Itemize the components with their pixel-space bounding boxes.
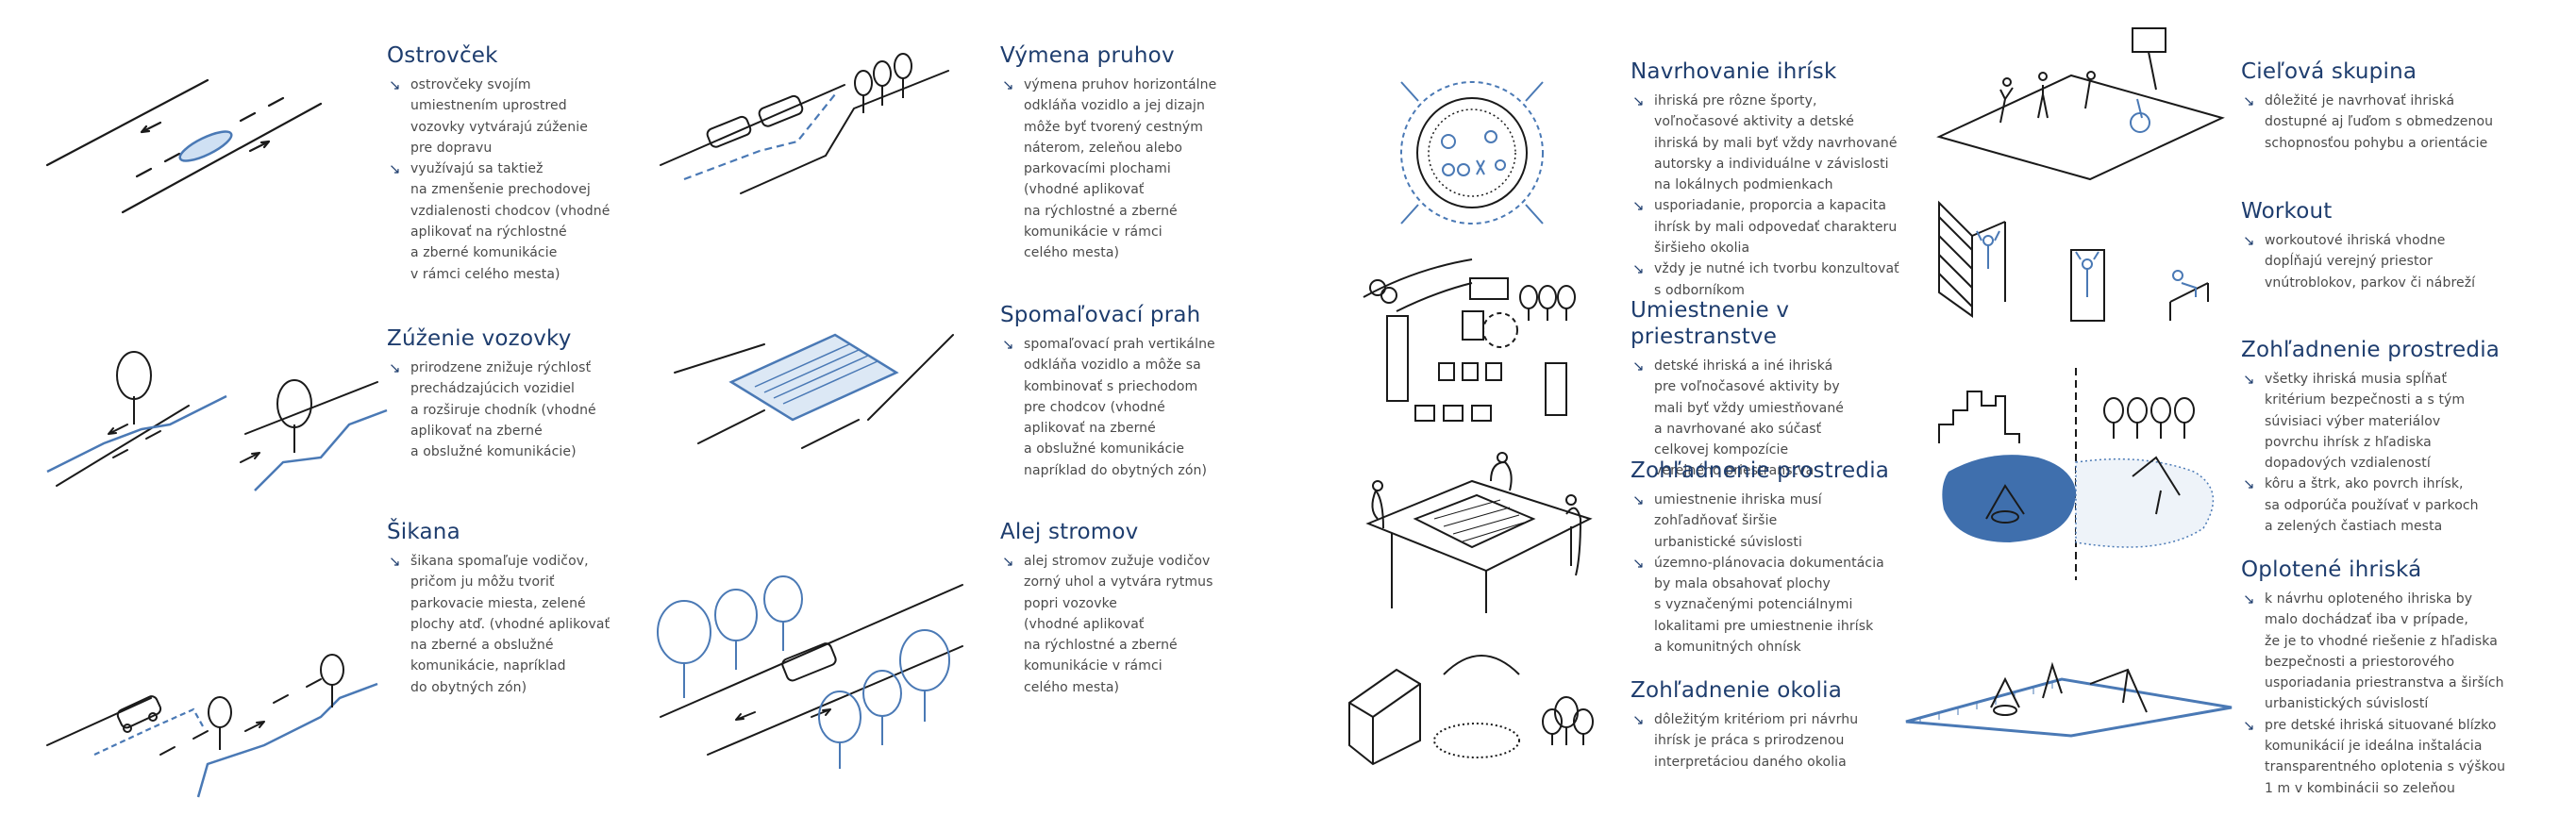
section-title: Navrhovanie ihrísk bbox=[1631, 59, 1837, 84]
section-ostrovcek: Ostrovček ↘ostrovčeky svojím umiestnením… bbox=[387, 42, 632, 285]
section-title: Zohľadnenie prostredia bbox=[2241, 338, 2501, 362]
arrow-bullet-icon: ↘ bbox=[1632, 711, 1645, 728]
section-zuzenie-vozovky: Zúženie vozovky ↘prirodzene znižuje rých… bbox=[387, 325, 632, 462]
arrow-bullet-icon: ↘ bbox=[2243, 475, 2255, 493]
section-spomalovaci-prah: Spomaľovací prah ↘spomaľovací prah verti… bbox=[1000, 302, 1246, 481]
arrow-bullet-icon: ↘ bbox=[1632, 358, 1645, 374]
arrow-bullet-icon: ↘ bbox=[2243, 232, 2255, 249]
list-item: ↘k návrhu oploteného ihriska by malo doc… bbox=[2243, 591, 2504, 712]
list-item: ↘umiestnenie ihriska musí zohľadňovať ši… bbox=[1632, 491, 1822, 550]
section-sikana: Šikana ↘šikana spomaľuje vodičov, pričom… bbox=[387, 519, 632, 698]
arrow-bullet-icon: ↘ bbox=[1002, 553, 1014, 570]
section-zohladnenie-prostredia-left: Zohľadnenie prostredia ↘umiestnenie ihri… bbox=[1631, 458, 1914, 657]
section-title: Šikana bbox=[387, 520, 460, 544]
section-title: Oplotené ihriská bbox=[2241, 557, 2422, 582]
chicane-illustration bbox=[46, 654, 378, 798]
section-title: Umiestnenie v priestranstve bbox=[1631, 298, 1790, 349]
speed-bump-illustration bbox=[674, 333, 954, 449]
list-item: ↘alej stromov zužuje vodičov zorný uhol … bbox=[1002, 553, 1213, 695]
fenced-playground-illustration bbox=[1905, 661, 2233, 738]
arrow-bullet-icon: ↘ bbox=[2243, 591, 2255, 607]
target-group-illustration bbox=[1936, 27, 2225, 181]
list-item: ↘prirodzene znižuje rýchlosť prechádzajú… bbox=[389, 359, 596, 460]
list-item: ↘výmena pruhov horizontálne odkláňa vozi… bbox=[1002, 76, 1217, 261]
section-oplotene-ihriska: Oplotené ihriská ↘k návrhu oploteného ih… bbox=[2241, 557, 2552, 799]
arrow-bullet-icon: ↘ bbox=[1632, 554, 1645, 572]
arrow-bullet-icon: ↘ bbox=[1002, 76, 1014, 93]
section-vymena-pruhov: Výmena pruhov ↘výmena pruhov horizontáln… bbox=[1000, 42, 1246, 264]
section-workout: Workout ↘workoutové ihriská vhodne dopĺň… bbox=[2241, 198, 2543, 293]
road-narrowing-illustration bbox=[46, 351, 388, 491]
landscape-context-illustration bbox=[1348, 655, 1594, 766]
arrow-bullet-icon: ↘ bbox=[1632, 197, 1645, 215]
section-title: Zohľadnenie prostredia bbox=[1631, 458, 1890, 483]
list-item: ↘všetky ihriská musia spĺňať kritérium b… bbox=[2243, 371, 2466, 472]
list-item: ↘workoutové ihriská vhodne dopĺňajú vere… bbox=[2243, 232, 2476, 291]
list-item: ↘vždy je nutné ich tvorbu konzultovať s … bbox=[1632, 260, 1899, 298]
section-title: Cieľová skupina bbox=[2241, 59, 2417, 84]
lane-change-illustration bbox=[660, 53, 949, 194]
section-cielova-skupina: Cieľová skupina ↘dôležité je navrhovať i… bbox=[2241, 58, 2543, 154]
section-title: Zúženie vozovky bbox=[387, 326, 572, 351]
arrow-bullet-icon: ↘ bbox=[1632, 260, 1645, 278]
arrow-bullet-icon: ↘ bbox=[389, 76, 401, 93]
section-umiestnenie-v-priestranstve: Umiestnenie v priestranstve ↘detské ihri… bbox=[1631, 297, 1914, 482]
traffic-island-illustration bbox=[45, 78, 323, 214]
arrow-bullet-icon: ↘ bbox=[389, 160, 401, 178]
list-item: ↘šikana spomaľuje vodičov, pričom ju môž… bbox=[389, 553, 611, 695]
list-item: ↘územno-plánovacia dokumentácia by mala … bbox=[1632, 554, 1884, 656]
site-plan-illustration bbox=[1363, 258, 1576, 422]
workout-illustration bbox=[1938, 200, 2209, 322]
list-item: ↘využívajú sa taktiež na zmenšenie prech… bbox=[389, 160, 611, 282]
environment-illustration bbox=[1938, 368, 2215, 580]
list-item: ↘spomaľovací prah vertikálne odkláňa voz… bbox=[1002, 336, 1215, 478]
section-title: Ostrovček bbox=[387, 43, 498, 68]
list-item: ↘ostrovčeky svojím umiestnením uprostred… bbox=[389, 76, 588, 156]
section-title: Zohľadnenie okolia bbox=[1631, 678, 1842, 703]
section-title: Workout bbox=[2241, 199, 2333, 224]
section-alej-stromov: Alej stromov ↘alej stromov zužuje vodičo… bbox=[1000, 519, 1246, 698]
list-item: ↘ihriská pre rôzne športy, voľnočasové a… bbox=[1632, 92, 1898, 193]
arrow-bullet-icon: ↘ bbox=[1632, 92, 1645, 109]
community-table-illustration bbox=[1365, 452, 1593, 613]
playground-design-illustration bbox=[1400, 81, 1544, 225]
arrow-bullet-icon: ↘ bbox=[1632, 491, 1645, 508]
list-item: ↘dôležité je navrhovať ihriská dostupné … bbox=[2243, 92, 2494, 151]
section-title: Alej stromov bbox=[1000, 520, 1139, 544]
list-item: ↘pre detské ihriská situované blízko kom… bbox=[2243, 716, 2506, 796]
section-zohladnenie-prostredia-right: Zohľadnenie prostredia ↘všetky ihriská m… bbox=[2241, 337, 2543, 537]
arrow-bullet-icon: ↘ bbox=[1002, 336, 1014, 353]
list-item: ↘detské ihriská a iné ihriská pre voľnoč… bbox=[1632, 358, 1844, 479]
list-item: ↘usporiadanie, proporcia a kapacita ihrí… bbox=[1632, 197, 1898, 257]
arrow-bullet-icon: ↘ bbox=[2243, 371, 2255, 388]
list-item: ↘dôležitým kritériom pri návrhu ihrísk j… bbox=[1632, 711, 1859, 770]
section-zohladnenie-okolia: Zohľadnenie okolia ↘dôležitým kritériom … bbox=[1631, 677, 1914, 773]
list-item: ↘kôru a štrk, ako povrch ihrísk, sa odpo… bbox=[2243, 475, 2479, 535]
section-title: Spomaľovací prah bbox=[1000, 303, 1201, 327]
tree-alley-illustration bbox=[657, 575, 963, 769]
section-navrhovanie-ihrisk: Navrhovanie ihrísk ↘ihriská pre rôzne šp… bbox=[1631, 58, 1914, 301]
arrow-bullet-icon: ↘ bbox=[2243, 716, 2255, 734]
arrow-bullet-icon: ↘ bbox=[2243, 92, 2255, 109]
arrow-bullet-icon: ↘ bbox=[389, 359, 401, 376]
arrow-bullet-icon: ↘ bbox=[389, 553, 401, 570]
section-title: Výmena pruhov bbox=[1000, 43, 1175, 68]
